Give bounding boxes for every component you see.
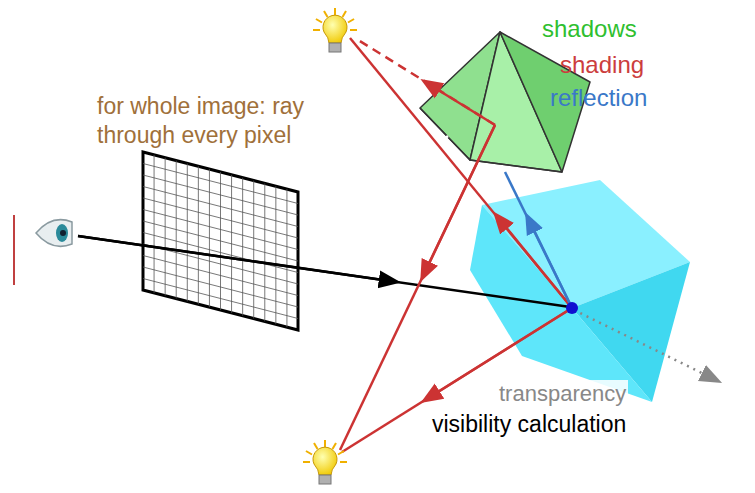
transparency-label: transparency [497,380,628,408]
hit-point [566,302,578,314]
shading-label: shading [558,50,646,80]
reflection-ray [505,172,572,308]
red-mark [13,215,15,285]
light-bulb [303,440,347,484]
eye-symbol [36,220,72,247]
primary-ray [78,236,570,307]
reflection-label: reflection [548,83,649,113]
pixel-grid [143,152,298,330]
visibility-label: visibility calculation [430,410,628,439]
shading-ray [340,125,495,450]
transparency-ray [574,310,712,378]
shadow-ray [350,38,572,308]
rays [78,38,712,452]
cyan-cube [470,180,690,402]
shadows-label: shadows [540,14,639,44]
shadow-dashed-ray [355,38,495,125]
light-bulb [313,8,357,52]
caption-note: for whole image: ray through every pixel [95,92,374,150]
